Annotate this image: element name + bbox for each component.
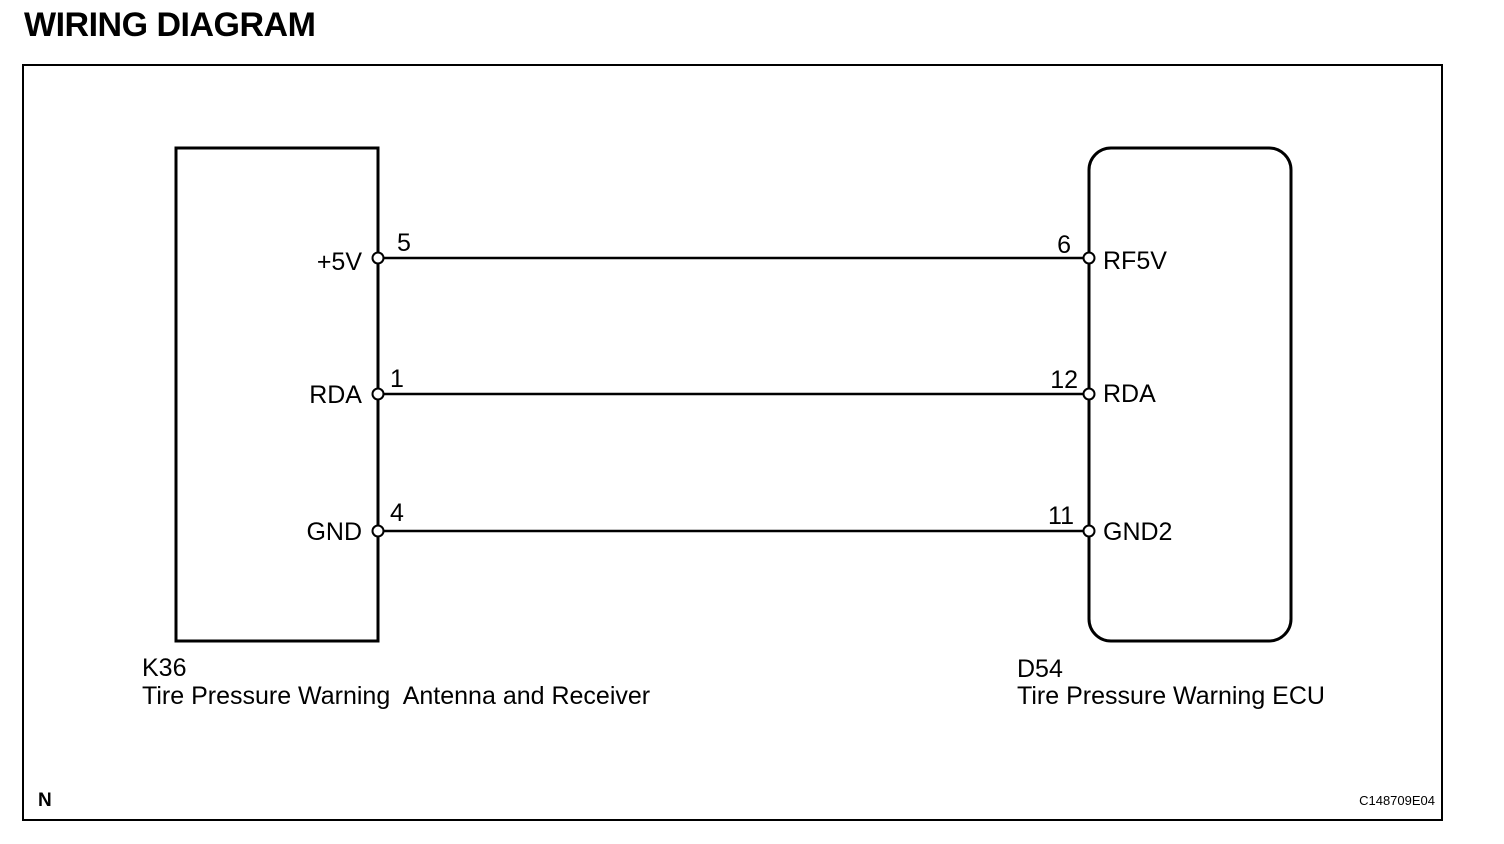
pin-number-d54: 11 bbox=[1048, 502, 1074, 530]
pin-label-k36: RDA bbox=[309, 381, 362, 409]
terminal-d54-6 bbox=[1082, 251, 1096, 265]
pin-number-d54: 12 bbox=[1050, 366, 1078, 394]
pin-label-d54: GND2 bbox=[1103, 518, 1172, 546]
pin-label-k36: GND bbox=[306, 518, 362, 546]
component-name-k36: Tire Pressure Warning Antenna and Receiv… bbox=[142, 682, 650, 710]
figure-id: C148709E04 bbox=[1359, 793, 1435, 808]
component-code-d54: D54 bbox=[1017, 655, 1063, 683]
terminal-d54-11 bbox=[1082, 524, 1096, 538]
pin-number-k36: 5 bbox=[397, 229, 411, 257]
terminal-d54-12 bbox=[1082, 387, 1096, 401]
component-code-k36: K36 bbox=[142, 654, 186, 682]
component-name-d54: Tire Pressure Warning ECU bbox=[1017, 682, 1325, 710]
pin-label-d54: RF5V bbox=[1103, 247, 1167, 275]
terminal-k36-4 bbox=[371, 524, 385, 538]
pin-label-d54: RDA bbox=[1103, 380, 1156, 408]
diagram-frame bbox=[22, 64, 1443, 821]
terminal-k36-1 bbox=[371, 387, 385, 401]
corner-mark: N bbox=[38, 790, 52, 811]
page-title: WIRING DIAGRAM bbox=[24, 6, 316, 44]
terminal-k36-5 bbox=[371, 251, 385, 265]
pin-label-k36: +5V bbox=[317, 248, 363, 276]
pin-number-k36: 1 bbox=[390, 365, 404, 393]
pin-number-k36: 4 bbox=[390, 499, 404, 527]
pin-number-d54: 6 bbox=[1057, 231, 1071, 259]
